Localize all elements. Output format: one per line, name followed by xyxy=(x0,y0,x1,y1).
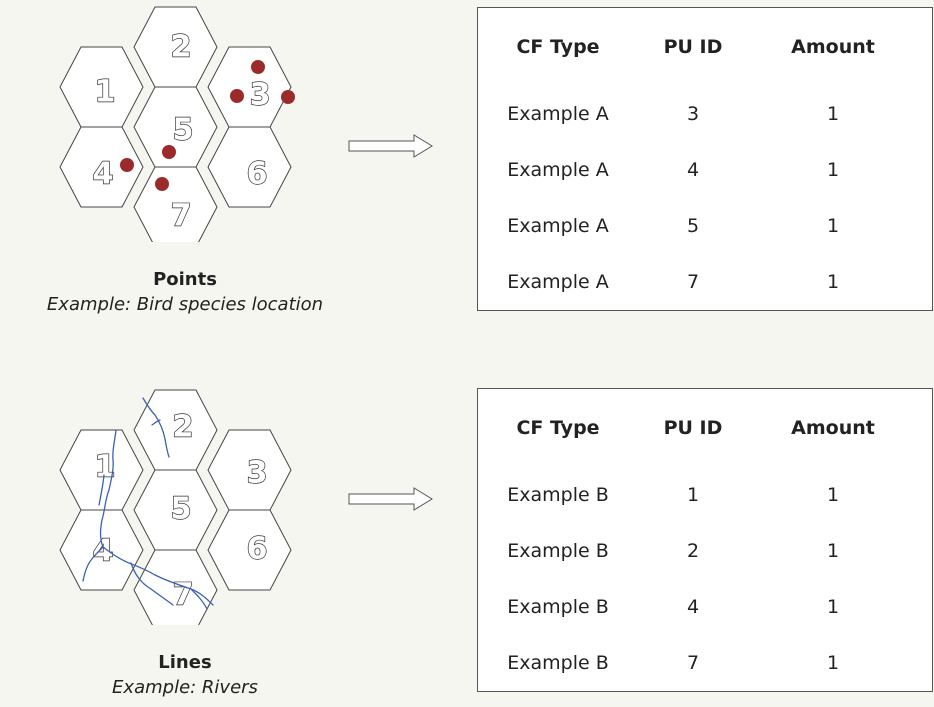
header-pu-id: PU ID xyxy=(663,417,723,439)
caption-title: Lines xyxy=(158,652,212,673)
hex-label-3: 3 xyxy=(247,456,268,491)
cell-cf-type: Example B xyxy=(507,596,609,618)
point-marker xyxy=(230,89,244,103)
cell-amount: 1 xyxy=(826,103,840,125)
hex-labels: 2 1 3 5 4 6 7 xyxy=(92,29,271,234)
hex-label-1: 1 xyxy=(95,450,116,485)
table-row: Example B 1 1 xyxy=(478,467,932,523)
point-marker xyxy=(120,158,134,172)
hex-labels: 2 1 3 5 4 6 7 xyxy=(92,409,268,613)
header-cf-type: CF Type xyxy=(516,417,600,439)
caption-subtitle: Example: Rivers xyxy=(112,677,258,698)
hex-cell-6 xyxy=(207,509,292,591)
river-line xyxy=(190,588,208,610)
table-row: Example B 2 1 xyxy=(478,523,932,579)
hex-label-5: 5 xyxy=(173,113,194,148)
river-line xyxy=(130,562,174,606)
hex-label-7: 7 xyxy=(171,199,192,234)
right-arrow-icon xyxy=(348,134,433,158)
point-marker xyxy=(162,145,176,159)
river-line xyxy=(102,546,156,576)
river-line xyxy=(142,397,170,458)
cell-amount: 1 xyxy=(826,484,840,506)
river-lines xyxy=(82,397,214,610)
table-header-row: CF Type PU ID Amount xyxy=(478,389,932,467)
cell-pu-id: 5 xyxy=(686,215,700,237)
cell-cf-type: Example B xyxy=(507,652,609,674)
cell-pu-id: 7 xyxy=(686,652,700,674)
hex-cells xyxy=(59,389,292,625)
header-pu-id: PU ID xyxy=(663,36,723,58)
hex-label-4: 4 xyxy=(93,157,114,192)
hex-label-4: 4 xyxy=(93,534,114,569)
table-row: Example A 5 1 xyxy=(478,198,932,254)
hex-label-6: 6 xyxy=(247,157,268,192)
lines-caption: Lines Example: Rivers xyxy=(0,650,370,700)
hex-label-1: 1 xyxy=(95,75,116,110)
table-row: Example B 4 1 xyxy=(478,579,932,635)
cell-pu-id: 7 xyxy=(686,271,700,293)
cell-amount: 1 xyxy=(826,159,840,181)
hex-label-2: 2 xyxy=(171,30,192,65)
hex-label-6: 6 xyxy=(247,532,268,567)
cell-cf-type: Example A xyxy=(507,215,609,237)
cell-pu-id: 4 xyxy=(686,596,700,618)
cell-cf-type: Example B xyxy=(507,484,609,506)
hex-cell-4 xyxy=(59,509,144,591)
cell-pu-id: 4 xyxy=(686,159,700,181)
lines-hex-map: 2 1 3 5 4 6 7 xyxy=(59,389,292,625)
hex-label-7: 7 xyxy=(173,578,194,613)
hex-label-2: 2 xyxy=(173,410,194,445)
hex-cell-4 xyxy=(59,126,144,208)
table-row: Example A 4 1 xyxy=(478,142,932,198)
cell-amount: 1 xyxy=(826,596,840,618)
cell-cf-type: Example A xyxy=(507,103,609,125)
table-row: Example A 7 1 xyxy=(478,254,932,310)
cell-amount: 1 xyxy=(826,652,840,674)
point-marker xyxy=(281,90,295,104)
points-table: CF Type PU ID Amount Example A 3 1 Examp… xyxy=(477,7,933,311)
table-header-row: CF Type PU ID Amount xyxy=(478,8,932,86)
points-hex-map: 2 1 3 5 4 6 7 xyxy=(59,6,295,242)
cell-amount: 1 xyxy=(826,215,840,237)
hex-cell-7 xyxy=(133,549,218,625)
table-row: Example B 7 1 xyxy=(478,635,932,691)
river-line xyxy=(82,546,104,582)
point-marker xyxy=(155,177,169,191)
cell-cf-type: Example A xyxy=(507,159,609,181)
caption-subtitle: Example: Bird species location xyxy=(46,294,324,315)
header-cf-type: CF Type xyxy=(516,36,600,58)
point-marker xyxy=(251,60,265,74)
cell-amount: 1 xyxy=(826,271,840,293)
caption-title: Points xyxy=(153,269,217,290)
cell-pu-id: 3 xyxy=(686,103,700,125)
cell-pu-id: 1 xyxy=(686,484,700,506)
cell-cf-type: Example B xyxy=(507,540,609,562)
hex-label-5: 5 xyxy=(171,492,192,527)
points-caption: Points Example: Bird species location xyxy=(0,267,370,317)
lines-table: CF Type PU ID Amount Example B 1 1 Examp… xyxy=(477,388,933,692)
river-line xyxy=(99,429,117,548)
hex-cell-6 xyxy=(207,126,292,208)
header-amount: Amount xyxy=(791,417,875,439)
header-amount: Amount xyxy=(791,36,875,58)
river-line xyxy=(98,474,105,506)
cell-amount: 1 xyxy=(826,540,840,562)
river-line xyxy=(151,419,161,426)
hex-label-3: 3 xyxy=(250,78,271,113)
hex-cell-7 xyxy=(133,166,218,242)
right-arrow-icon xyxy=(348,487,433,511)
hex-cells xyxy=(59,6,292,242)
bird-points xyxy=(120,60,295,191)
cell-pu-id: 2 xyxy=(686,540,700,562)
cell-cf-type: Example A xyxy=(507,271,609,293)
table-row: Example A 3 1 xyxy=(478,86,932,142)
